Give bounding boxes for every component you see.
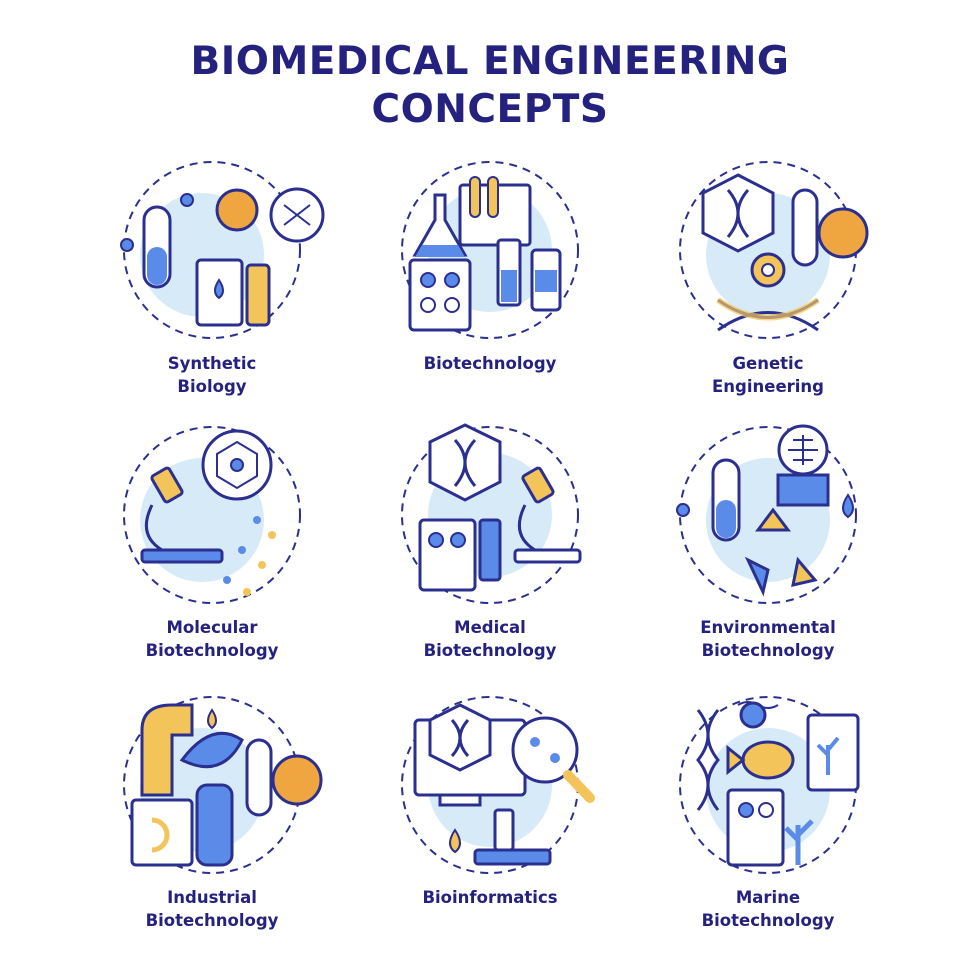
concept-bioinformatics: Bioinformatics [370, 690, 610, 950]
concept-label: Marine Biotechnology [648, 886, 888, 932]
label-line-2: Biotechnology [145, 911, 279, 930]
label-line-2: Biotechnology [423, 641, 557, 660]
concept-label: Synthetic Biology [92, 352, 332, 398]
biotechnology-icon [401, 161, 579, 339]
title-line-1: BIOMEDICAL ENGINEERING [190, 39, 790, 84]
environmental-biotechnology-icon [676, 424, 857, 604]
concept-genetic-engineering: Genetic Engineering [648, 155, 888, 415]
molecular-biotechnology-icon [123, 426, 301, 604]
label-line-1: Environmental [700, 618, 836, 637]
medical-biotechnology-icon [401, 423, 582, 604]
label-line-2: Engineering [712, 377, 824, 396]
label-line-1: Biotechnology [423, 354, 557, 373]
concept-medical-biotechnology: Medical Biotechnology [370, 420, 610, 680]
label-line-1: Molecular [166, 618, 258, 637]
concept-marine-biotechnology: Marine Biotechnology [648, 690, 888, 950]
concept-biotechnology: Biotechnology [370, 155, 610, 415]
label-line-1: Industrial [167, 888, 257, 907]
concept-label: Molecular Biotechnology [92, 616, 332, 662]
label-line-1: Synthetic [167, 354, 257, 373]
label-line-2: Biotechnology [701, 641, 835, 660]
genetic-engineering-icon [679, 161, 869, 339]
bioinformatics-icon [401, 696, 595, 874]
concept-label: Bioinformatics [370, 886, 610, 909]
title-line-2: CONCEPTS [371, 87, 609, 132]
concept-label: Environmental Biotechnology [648, 616, 888, 662]
marine-biotechnology-icon [679, 696, 860, 874]
concept-label: Genetic Engineering [648, 352, 888, 398]
concept-environmental-biotechnology: Environmental Biotechnology [648, 420, 888, 680]
label-line-1: Genetic [732, 354, 804, 373]
concept-label: Biotechnology [370, 352, 610, 375]
page-title: BIOMEDICAL ENGINEERING CONCEPTS [0, 38, 980, 134]
synthetic-biology-icon [120, 161, 325, 339]
concept-label: Industrial Biotechnology [92, 886, 332, 932]
concept-synthetic-biology: Synthetic Biology [92, 155, 332, 415]
label-line-1: Medical [454, 618, 526, 637]
concept-molecular-biotechnology: Molecular Biotechnology [92, 420, 332, 680]
label-line-2: Biotechnology [701, 911, 835, 930]
industrial-biotechnology-icon [123, 696, 323, 874]
concept-industrial-biotechnology: Industrial Biotechnology [92, 690, 332, 950]
label-line-1: Marine [735, 888, 801, 907]
label-line-2: Biology [177, 377, 247, 396]
label-line-1: Bioinformatics [422, 888, 558, 907]
label-line-2: Biotechnology [145, 641, 279, 660]
concept-label: Medical Biotechnology [370, 616, 610, 662]
